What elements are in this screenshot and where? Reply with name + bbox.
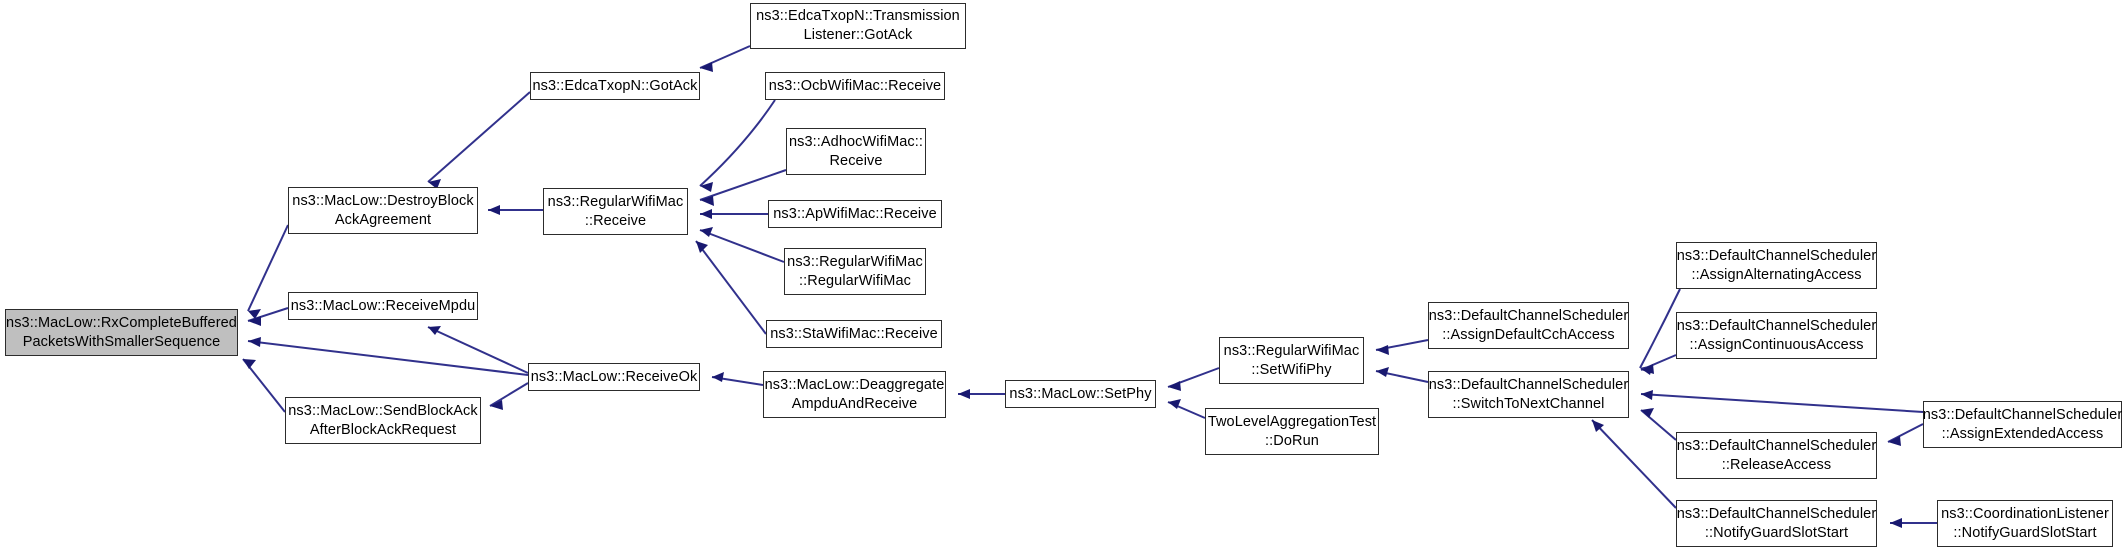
- edge-edcagotack-to-destroyblockack: [427, 91, 531, 183]
- arrowhead-apreceive-to-regularreceive: [700, 209, 712, 219]
- arrowhead-regularctor-to-regularreceive: [700, 227, 713, 237]
- arrowhead-assignextended-to-switchtonext: [1641, 390, 1653, 400]
- arrowhead-releaseaccess-to-switchtonext: [1641, 408, 1654, 418]
- arrowhead-setphy-to-deaggregate: [958, 389, 970, 399]
- arrowhead-destroyblockack-to-rxcomplete: [248, 309, 261, 319]
- graph-node-clnotifyguard[interactable]: ns3::CoordinationListener ::NotifyGuardS…: [1937, 500, 2113, 547]
- edge-assignextended-to-releaseaccess: [1887, 423, 1924, 443]
- edge-stareceive-to-regularreceive: [695, 240, 767, 335]
- edge-dcsnotifyguard-to-switchtonext: [1591, 419, 1677, 509]
- graph-node-sendblockack[interactable]: ns3::MacLow::SendBlockAck AfterBlockAckR…: [285, 397, 481, 444]
- graph-node-rxcomplete[interactable]: ns3::MacLow::RxCompleteBuffered PacketsW…: [5, 309, 238, 356]
- graph-node-receiveok[interactable]: ns3::MacLow::ReceiveOk: [528, 363, 700, 391]
- graph-node-regularctor[interactable]: ns3::RegularWifiMac ::RegularWifiMac: [784, 248, 926, 295]
- edge-sendblockack-to-rxcomplete: [242, 358, 286, 413]
- edge-receiveok-to-rxcomplete: [247, 340, 529, 376]
- graph-node-stareceive[interactable]: ns3::StaWifiMac::Receive: [766, 320, 942, 348]
- edge-receiveok-to-sendblockack: [489, 382, 529, 407]
- arrowhead-assigncontinuous-to-switchtonext: [1641, 364, 1654, 374]
- arrowhead-clnotifyguard-to-dcsnotifyguard: [1890, 518, 1902, 528]
- edge-ocbreceive-to-regularreceive: [699, 99, 776, 187]
- graph-node-transmissionlistener[interactable]: ns3::EdcaTxopN::Transmission Listener::G…: [750, 3, 966, 49]
- edge-regularctor-to-regularreceive: [699, 229, 785, 263]
- arrowhead-regularreceive-to-destroyblockack: [488, 205, 500, 215]
- arrowhead-deaggregate-to-receiveok: [712, 372, 724, 382]
- graph-node-ocbreceive[interactable]: ns3::OcbWifiMac::Receive: [765, 72, 945, 100]
- graph-node-destroyblockack[interactable]: ns3::MacLow::DestroyBlock AckAgreement: [288, 187, 478, 234]
- graph-node-assigndefaultcch[interactable]: ns3::DefaultChannelScheduler ::AssignDef…: [1428, 302, 1629, 349]
- graph-node-regularreceive[interactable]: ns3::RegularWifiMac ::Receive: [543, 188, 688, 235]
- arrowhead-twolevel-to-setphy: [1168, 399, 1181, 409]
- arrowhead-receiveok-to-receivempdu: [428, 326, 441, 335]
- arrowhead-setwifiphy-to-setphy: [1168, 381, 1181, 391]
- graph-node-edcagotack[interactable]: ns3::EdcaTxopN::GotAck: [530, 72, 700, 100]
- graph-node-assigncontinuous[interactable]: ns3::DefaultChannelScheduler ::AssignCon…: [1676, 312, 1877, 359]
- arrowhead-stareceive-to-regularreceive: [696, 241, 708, 253]
- arrowhead-receiveok-to-sendblockack: [490, 400, 503, 410]
- graph-node-setphy[interactable]: ns3::MacLow::SetPhy: [1005, 380, 1156, 408]
- graph-node-apreceive[interactable]: ns3::ApWifiMac::Receive: [768, 200, 942, 228]
- edge-assignalternating-to-switchtonext: [1639, 288, 1681, 369]
- arrowhead-adhocreceive-to-regularreceive: [700, 196, 714, 206]
- arrowhead-transmissionlistener-to-edcagotack: [700, 62, 713, 72]
- arrowhead-assigndefaultcch-to-setwifiphy: [1376, 345, 1389, 355]
- graph-node-releaseaccess[interactable]: ns3::DefaultChannelScheduler ::ReleaseAc…: [1676, 432, 1877, 479]
- graph-node-assignextended[interactable]: ns3::DefaultChannelScheduler ::AssignExt…: [1923, 401, 2122, 448]
- arrowhead-dcsnotifyguard-to-switchtonext: [1592, 420, 1604, 432]
- graph-node-receivempdu[interactable]: ns3::MacLow::ReceiveMpdu: [288, 292, 478, 320]
- arrowhead-ocbreceive-to-regularreceive: [700, 182, 713, 192]
- edge-destroyblockack-to-rxcomplete: [247, 224, 289, 312]
- arrowhead-switchtonext-to-setwifiphy: [1376, 367, 1389, 377]
- arrowhead-sendblockack-to-rxcomplete: [243, 359, 256, 369]
- edge-assignextended-to-switchtonext: [1640, 393, 1924, 413]
- arrowhead-receivempdu-to-rxcomplete: [248, 316, 261, 326]
- arrowhead-assignextended-to-releaseaccess: [1888, 436, 1901, 446]
- graph-node-assignalternating[interactable]: ns3::DefaultChannelScheduler ::AssignAlt…: [1676, 242, 1877, 289]
- graph-node-dcsnotifyguard[interactable]: ns3::DefaultChannelScheduler ::NotifyGua…: [1676, 500, 1877, 547]
- graph-node-setwifiphy[interactable]: ns3::RegularWifiMac ::SetWifiPhy: [1219, 337, 1364, 384]
- graph-node-deaggregate[interactable]: ns3::MacLow::Deaggregate AmpduAndReceive: [763, 371, 946, 418]
- graph-node-twolevel[interactable]: TwoLevelAggregationTest ::DoRun: [1205, 408, 1379, 455]
- graph-node-adhocreceive[interactable]: ns3::AdhocWifiMac:: Receive: [786, 128, 926, 175]
- graph-node-switchtonext[interactable]: ns3::DefaultChannelScheduler ::SwitchToN…: [1428, 371, 1629, 418]
- arrowhead-edcagotack-to-destroyblockack: [428, 179, 441, 189]
- edge-receiveok-to-receivempdu: [427, 326, 529, 374]
- edge-adhocreceive-to-regularreceive: [699, 169, 787, 201]
- arrowhead-receiveok-to-rxcomplete: [248, 337, 261, 347]
